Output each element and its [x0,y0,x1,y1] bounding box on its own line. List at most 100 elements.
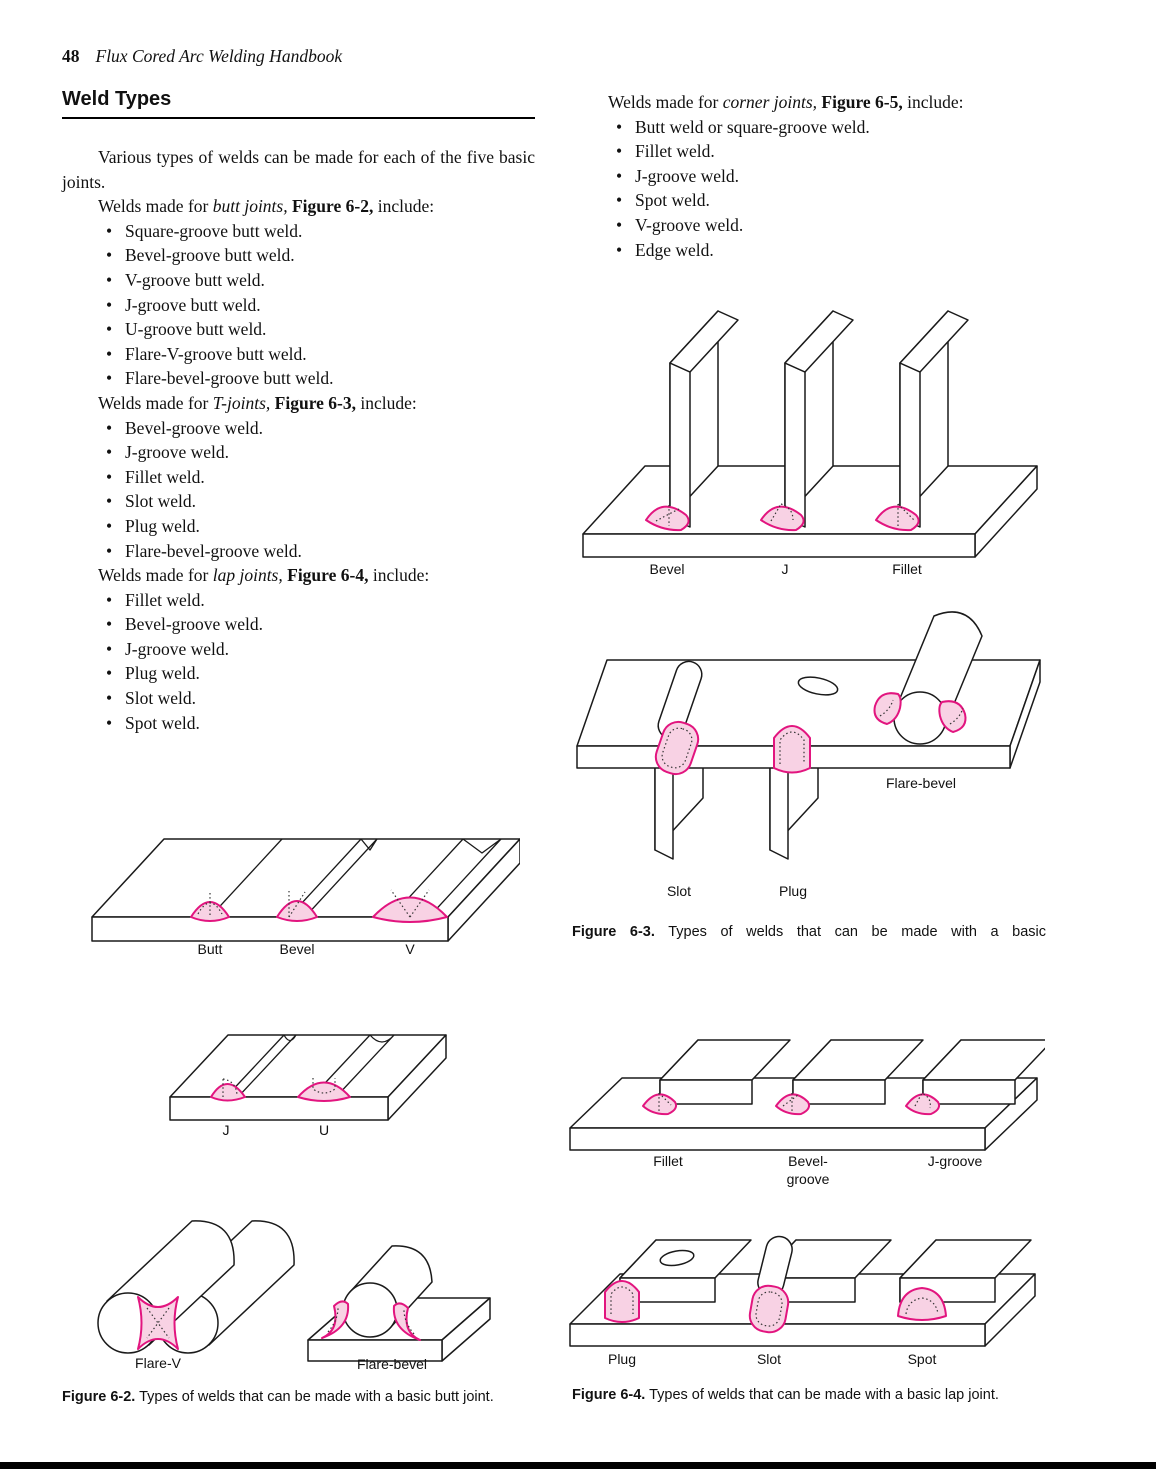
plug-hole [797,676,839,696]
label-bevel-groove-2: groove [787,1171,830,1187]
t-joint-diagram-svg: Bevel J Fillet [582,310,1038,577]
list-item: J-groove weld. [62,637,535,662]
figure-6-3-t-joints: Bevel J Fillet [575,302,1045,587]
lead-italic: T-joints, [212,392,271,413]
plug-weld [773,725,811,774]
lead-text: include: [373,196,435,217]
caption-label: Figure 6-2. [62,1389,136,1405]
label-flare-v: Flare-V [135,1355,182,1371]
page-number: 48 [62,46,80,66]
butt-weld [190,901,230,922]
list-item: Flare-bevel-groove weld. [62,539,535,564]
vertical-plate [899,310,969,528]
list-item: Plug weld. [62,661,535,686]
caption-text: Types of welds that can be made with a b… [645,1387,999,1403]
label-butt: Butt [198,941,223,957]
u-weld [297,1081,351,1102]
list-item: Edge weld. [572,238,1046,263]
upper-plate [922,1039,1045,1105]
list-item: Fillet weld. [572,139,1046,164]
flare-bevel-weld-right [392,1302,421,1341]
list-item: Fillet weld. [62,588,535,613]
lead-text: include: [902,92,964,112]
slot-weld [654,720,700,776]
lead-text: Welds made for [98,565,213,586]
label-slot: Slot [667,883,691,899]
lead-italic: lap joints, [212,565,283,586]
plate-front-face [307,1339,443,1362]
bevel-groove-weld [775,1093,811,1116]
label-bevel: Bevel [279,941,314,957]
flare-v-weld [137,1296,179,1350]
cylinder-face [342,1282,398,1338]
lead-text: include: [356,392,417,413]
list-item: Spot weld. [572,188,1046,213]
figure-6-4-lap-grooves: Fillet Bevel- groove J-groove [565,1008,1045,1193]
list-item: Slot weld. [62,489,535,514]
base-front-face [582,533,976,558]
weld-types-heading: Weld Types [62,88,535,119]
list-item: J-groove weld. [62,440,535,465]
lap-weld-list: Fillet weld. Bevel-groove weld. J-groove… [62,588,535,736]
j-weld [760,503,805,532]
slab-front-face [91,916,449,942]
caption-text: Types of welds that can be made with a b… [654,924,1046,940]
label-flare-bevel: Flare-bevel [357,1356,427,1372]
vertical-plate [669,310,739,528]
figure-6-2-j-u: J U [160,985,450,1145]
label-j-groove: J-groove [928,1153,983,1169]
lead-t-joints: Welds made for T-joints, Figure 6-3, inc… [62,391,535,416]
list-item: Flare-V-groove butt weld. [62,342,535,367]
bevel-weld [645,505,690,532]
slab-top-face [576,659,1041,747]
corner-weld-list: Butt weld or square-groove weld. Fillet … [572,115,1046,263]
lead-italic: corner joints, [722,92,818,112]
t-joint-weld-list: Bevel-groove weld. J-groove weld. Fillet… [62,416,535,564]
list-item: Butt weld or square-groove weld. [572,115,1046,140]
caption-text: Types of welds that can be made with a b… [135,1389,494,1405]
list-item: Bevel-groove weld. [62,416,535,441]
j-weld [210,1083,246,1102]
label-slot: Slot [757,1351,781,1367]
slab-front-face [169,1096,389,1121]
lead-text: Welds made for [608,92,723,112]
lead-text: include: [368,565,430,586]
figure-6-3-slot-plug: Flare-bevel Slot Plug [575,598,1045,908]
figure-6-3-caption: Figure 6-3. Types of welds that can be m… [572,923,1046,943]
book-title: Flux Cored Arc Welding Handbook [95,46,343,66]
lead-butt-joints: Welds made for butt joints, Figure 6-2, … [62,194,535,219]
v-weld [372,896,448,923]
flare-bevel-weld-left [321,1300,350,1339]
spot-weld [897,1287,947,1321]
figure-6-2-caption: Figure 6-2. Types of welds that can be m… [62,1388,535,1408]
list-item: V-groove weld. [572,213,1046,238]
caption-label: Figure 6-4. [572,1387,646,1403]
lead-text: Welds made for [98,392,213,413]
flare-diagram-svg: Flare-V Flare-bevel [97,1220,491,1372]
list-item: Flare-bevel-groove butt weld. [62,366,535,391]
lead-lap-joints: Welds made for lap joints, Figure 6-4, i… [62,563,535,588]
label-plug: Plug [608,1351,636,1367]
list-item: Plug weld. [62,514,535,539]
page-bottom-edge [0,1462,1156,1469]
lead-text: Welds made for [98,196,213,217]
lead-figure-ref: Figure 6-4, [282,565,369,586]
list-item: J-groove weld. [572,164,1046,189]
list-item: Spot weld. [62,711,535,736]
butt-joint-diagram-svg: Butt Bevel V [91,838,520,957]
caption-label: Figure 6-3. [572,924,655,940]
figure-6-4-caption: Figure 6-4. Types of welds that can be m… [572,1386,1046,1406]
vertical-plate [784,310,854,528]
lap-plug-slot-spot-svg: Plug Slot Spot [569,1235,1036,1367]
plug-weld [604,1280,640,1323]
j-u-diagram-svg: J U [169,1034,447,1138]
base-front-face [569,1323,986,1347]
fillet-weld [642,1092,678,1116]
lead-figure-ref: Figure 6-3, [270,392,356,413]
running-header: 48 Flux Cored Arc Welding Handbook [62,46,342,67]
list-item: V-groove butt weld. [62,268,535,293]
cylinder-face [893,691,947,745]
list-item: Bevel-groove butt weld. [62,243,535,268]
right-column: Welds made for corner joints, Figure 6-5… [572,90,1046,262]
